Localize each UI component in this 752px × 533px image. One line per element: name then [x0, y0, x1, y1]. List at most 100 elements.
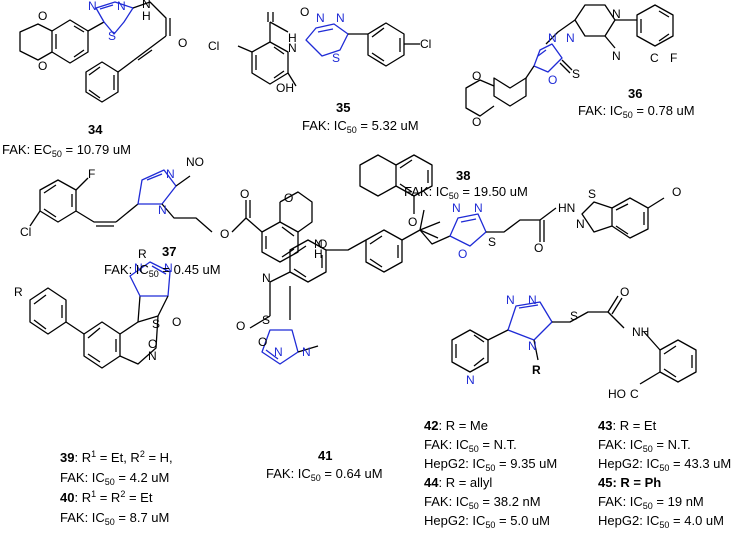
svg-text:O: O	[472, 69, 481, 83]
svg-text:R: R	[532, 363, 541, 377]
structure-39-40	[29, 261, 171, 369]
svg-text:N: N	[158, 203, 167, 217]
svg-text:N: N	[142, 0, 151, 11]
compound-44-definition: 44: R = allyl	[424, 475, 493, 490]
compound-43-fak: FAK: IC50 = N.T.	[598, 437, 691, 454]
svg-text:O: O	[172, 315, 181, 329]
svg-text:N: N	[452, 201, 461, 215]
svg-text:N: N	[336, 11, 345, 25]
svg-text:N: N	[316, 11, 325, 25]
svg-text:N: N	[88, 0, 97, 13]
compound-39-activity: FAK: IC50 = 4.2 uM	[60, 470, 170, 487]
compound-35-activity: FAK: IC50 = 5.32 uM	[302, 118, 419, 135]
svg-text:Cl: Cl	[420, 37, 431, 51]
svg-text:N: N	[288, 41, 297, 55]
compound-42-definition: 42: R = Me	[424, 418, 488, 433]
svg-text:R: R	[138, 247, 147, 261]
structure-37	[29, 169, 313, 263]
svg-text:O: O	[178, 36, 187, 50]
structure-42-45	[451, 295, 697, 385]
svg-text:C: C	[630, 387, 639, 401]
svg-text:O: O	[258, 335, 267, 349]
compound-45-fak: FAK: IC50 = 19 nM	[598, 494, 704, 511]
compound-45-hepg2: HepG2: IC50 = 4.0 uM	[598, 513, 724, 530]
svg-text:O: O	[534, 241, 543, 255]
svg-text:N: N	[576, 217, 585, 231]
svg-text:HN: HN	[558, 201, 575, 215]
svg-text:O: O	[548, 73, 557, 87]
svg-text:H: H	[314, 247, 323, 261]
svg-text:N: N	[612, 49, 621, 63]
svg-text:O: O	[38, 9, 47, 23]
compound-number-35: 35	[336, 100, 351, 115]
compound-34-activity: FAK: EC50 = 10.79 uM	[2, 142, 131, 159]
svg-text:S: S	[262, 313, 270, 327]
compound-38-activity: FAK: IC50 = 19.50 uM	[404, 184, 528, 201]
svg-text:N: N	[302, 345, 311, 359]
structure-38	[359, 154, 665, 247]
svg-text:N: N	[466, 373, 475, 387]
svg-text:S: S	[488, 235, 496, 249]
svg-text:O: O	[240, 187, 249, 201]
structure-35	[237, 12, 420, 87]
svg-text:R: R	[14, 285, 23, 299]
compound-37-activity: FAK: IC50 = 0.45 uM	[104, 262, 221, 279]
compound-42-fak: FAK: IC50 = N.T.	[424, 437, 517, 454]
svg-text:N: N	[314, 237, 323, 251]
svg-text:O: O	[236, 319, 245, 333]
compound-42-hepg2: HepG2: IC50 = 9.35 uM	[424, 456, 558, 473]
svg-text:N: N	[166, 167, 175, 181]
svg-text:H: H	[142, 9, 151, 23]
svg-text:N: N	[274, 345, 283, 359]
svg-text:N: N	[566, 31, 575, 45]
svg-text:N: N	[548, 31, 557, 45]
svg-text:HO: HO	[608, 387, 626, 401]
compound-number-34: 34	[88, 122, 103, 137]
svg-text:H: H	[288, 31, 297, 45]
svg-text:NH: NH	[632, 325, 649, 339]
compound-number-37: 37	[162, 244, 177, 259]
structure-36	[465, 4, 674, 117]
svg-text:N: N	[528, 293, 537, 307]
svg-text:S: S	[588, 187, 596, 201]
compound-45-definition: 45: R = Ph	[598, 475, 662, 490]
structure-41	[249, 209, 441, 365]
svg-text:C: C	[650, 51, 659, 65]
svg-text:S: S	[108, 29, 116, 43]
compound-39-definition: 39: R1 = Et, R2 = H,	[60, 449, 173, 465]
svg-text:N: N	[134, 261, 143, 275]
svg-text:S: S	[570, 309, 578, 323]
compound-41-activity: FAK: IC50 = 0.64 uM	[266, 466, 383, 483]
svg-text:N: N	[506, 293, 515, 307]
svg-text:S: S	[152, 317, 160, 331]
compound-number-38: 38	[456, 168, 471, 183]
svg-text:O: O	[300, 5, 309, 19]
svg-text:O: O	[620, 285, 629, 299]
svg-text:O: O	[458, 247, 467, 261]
svg-text:Cl: Cl	[20, 225, 31, 239]
svg-text:N: N	[528, 339, 537, 353]
compound-44-fak: FAK: IC50 = 38.2 nM	[424, 494, 541, 511]
svg-text:N: N	[117, 0, 126, 13]
compound-40-activity: FAK: IC50 = 8.7 uM	[60, 510, 170, 527]
svg-text:O: O	[38, 59, 47, 73]
svg-text:NO: NO	[186, 155, 204, 169]
svg-text:S: S	[572, 67, 580, 81]
compound-40-definition: 40: R1 = R2 = Et	[60, 489, 153, 505]
compound-36-activity: FAK: IC50 = 0.78 uM	[578, 103, 695, 120]
svg-text:O: O	[318, 237, 327, 251]
svg-text:S: S	[332, 51, 340, 65]
svg-text:F: F	[670, 51, 677, 65]
svg-text:O: O	[472, 115, 481, 129]
compound-44-hepg2: HepG2: IC50 = 5.0 uM	[424, 513, 550, 530]
compound-number-36: 36	[628, 86, 643, 101]
structure-34	[19, 1, 171, 103]
svg-text:N: N	[148, 349, 157, 363]
svg-text:F: F	[88, 167, 95, 181]
svg-text:N: N	[262, 271, 271, 285]
svg-text:N: N	[612, 7, 621, 21]
svg-text:Cl: Cl	[208, 39, 219, 53]
compound-number-41: 41	[318, 448, 333, 463]
